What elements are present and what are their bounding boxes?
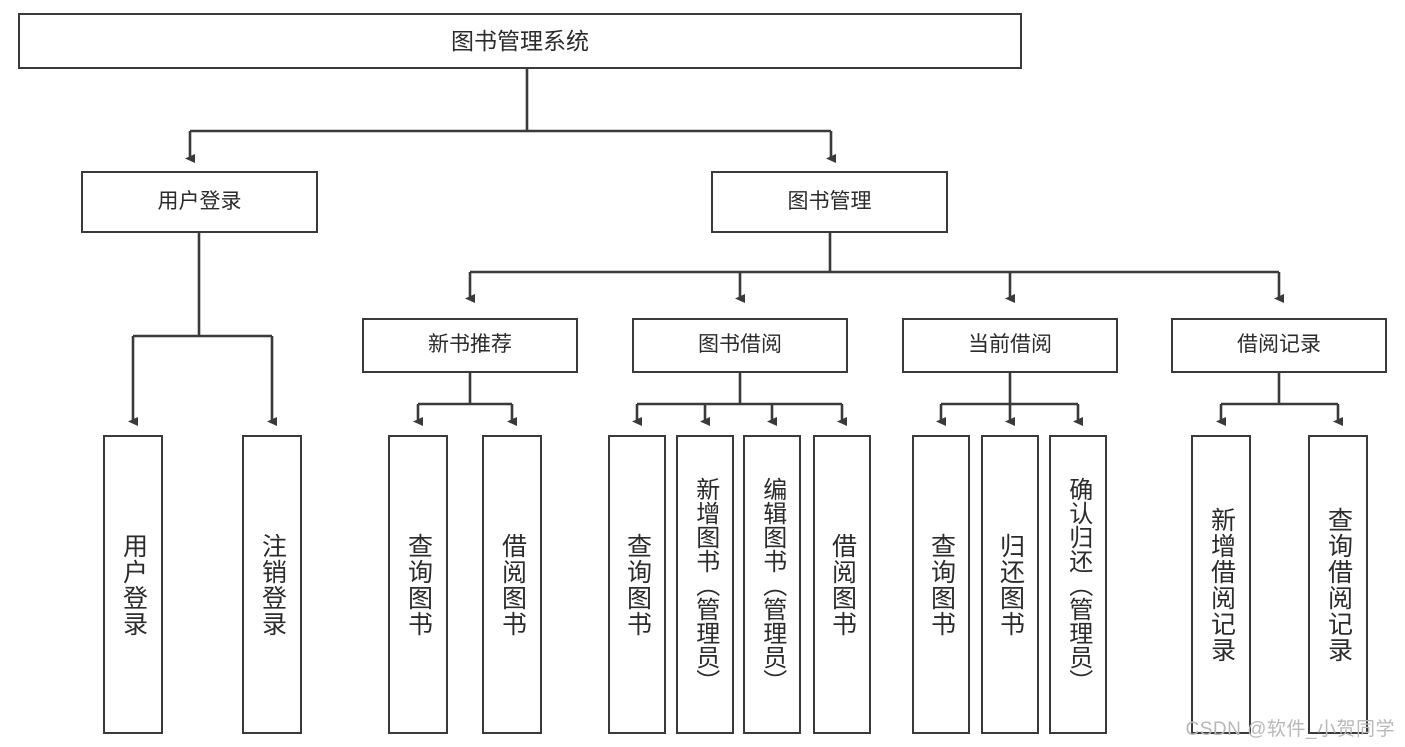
node-new-book-recommend[interactable]: 新书推荐	[362, 318, 578, 373]
node-label: 确认归还（管理员）	[1064, 476, 1092, 693]
node-label: 用户登录	[119, 532, 148, 637]
node-label: 查询图书	[404, 532, 433, 637]
node-borrow-record[interactable]: 借阅记录	[1171, 318, 1387, 373]
node-label: 编辑图书（管理员）	[758, 476, 786, 693]
node-label: 图书管理系统	[451, 27, 589, 54]
node-label: 查询借阅记录	[1324, 506, 1353, 663]
node-label: 新增图书（管理员）	[691, 476, 719, 693]
node-book-borrow[interactable]: 图书借阅	[632, 318, 848, 373]
csdn-watermark: CSDN @软件_小贺同学	[1185, 719, 1395, 740]
leaf-confirm-return-admin[interactable]: 确认归还（管理员）	[1049, 435, 1107, 734]
node-label: 当前借阅	[968, 333, 1052, 357]
leaf-user-login[interactable]: 用户登录	[103, 435, 163, 734]
node-label: 注销登录	[258, 532, 287, 637]
leaf-query-borrow-record[interactable]: 查询借阅记录	[1308, 435, 1368, 734]
node-label: 借阅图书	[498, 532, 527, 637]
node-label: 新增借阅记录	[1207, 506, 1236, 663]
leaf-edit-book-admin[interactable]: 编辑图书（管理员）	[743, 435, 801, 734]
node-label: 图书借阅	[698, 333, 782, 357]
node-label: 用户登录	[157, 189, 242, 213]
leaf-query-book-current[interactable]: 查询图书	[912, 435, 970, 734]
leaf-borrow-book-recommend[interactable]: 借阅图书	[482, 435, 542, 734]
leaf-logout[interactable]: 注销登录	[242, 435, 302, 734]
leaf-return-book[interactable]: 归还图书	[981, 435, 1039, 734]
node-label: 新书推荐	[428, 333, 512, 357]
node-label: 归还图书	[996, 532, 1025, 637]
node-root[interactable]: 图书管理系统	[18, 13, 1022, 69]
node-label: 借阅图书	[828, 532, 857, 637]
leaf-query-book-borrow[interactable]: 查询图书	[608, 435, 666, 734]
leaf-add-borrow-record[interactable]: 新增借阅记录	[1191, 435, 1251, 734]
leaf-borrow-book[interactable]: 借阅图书	[813, 435, 871, 734]
node-label: 图书管理	[787, 189, 872, 213]
leaf-add-book-admin[interactable]: 新增图书（管理员）	[676, 435, 734, 734]
leaf-query-book-recommend[interactable]: 查询图书	[388, 435, 448, 734]
node-book-management[interactable]: 图书管理	[711, 171, 948, 233]
node-label: 查询图书	[927, 532, 956, 637]
node-label: 查询图书	[623, 532, 652, 637]
node-label: 借阅记录	[1237, 333, 1321, 357]
node-current-borrow[interactable]: 当前借阅	[902, 318, 1118, 373]
node-user-login[interactable]: 用户登录	[81, 171, 318, 233]
